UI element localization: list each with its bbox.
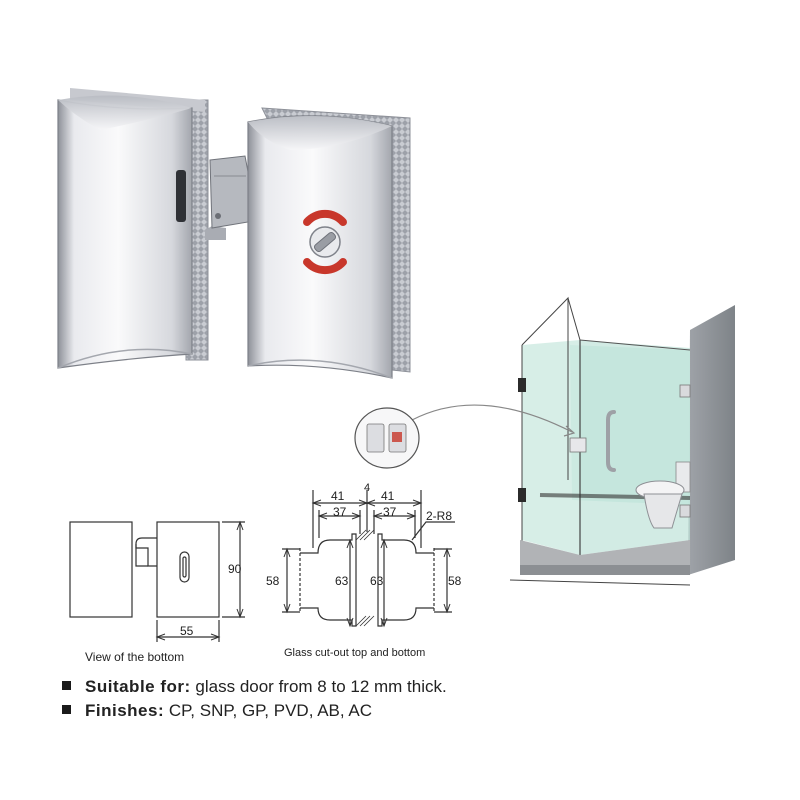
grab-bar-icon xyxy=(606,410,616,472)
cutout-inner-left-dim: 37 xyxy=(333,505,347,519)
bottom-view-drawing xyxy=(69,520,245,642)
latch-bracket-icon xyxy=(209,155,251,229)
cutout-side-right-dim: 58 xyxy=(448,574,462,588)
cutout-outer-right-dim: 41 xyxy=(381,489,395,503)
spec-value: glass door from 8 to 12 mm thick. xyxy=(195,677,447,696)
cutout-center-left-dim: 63 xyxy=(335,574,349,588)
cutout-outer-left-dim: 41 xyxy=(331,489,345,503)
cutout-inner-right-dim: 37 xyxy=(383,505,397,519)
indicator-turn-knob-icon xyxy=(303,209,347,275)
spec-suitable-for: Suitable for: glass door from 8 to 12 mm… xyxy=(62,677,447,697)
spec-label: Finishes: xyxy=(85,701,165,720)
bullet-icon xyxy=(62,681,71,690)
spec-finishes: Finishes: CP, SNP, GP, PVD, AB, AC xyxy=(62,701,372,721)
cutout-side-left-dim: 58 xyxy=(266,574,280,588)
cutout-center-right-dim: 63 xyxy=(370,574,384,588)
cutout-caption: Glass cut-out top and bottom xyxy=(284,647,426,659)
spec-value: CP, SNP, GP, PVD, AB, AC xyxy=(168,701,373,720)
bottom-view-caption: View of the bottom xyxy=(85,650,185,664)
glass-cutout-drawing xyxy=(282,490,455,628)
inset-lock-thumbnail-icon xyxy=(354,404,576,469)
bottom-view-height-dim: 90 xyxy=(228,562,242,576)
cutout-radius-dim: 2-R8 xyxy=(426,509,453,523)
shower-enclosure-icon xyxy=(509,296,735,586)
hinge-left-plate-icon xyxy=(57,88,226,369)
spec-label: Suitable for: xyxy=(85,677,191,696)
cutout-gap-dim: 4 xyxy=(364,482,371,494)
bottom-view-width-dim: 55 xyxy=(180,624,194,638)
bullet-icon xyxy=(62,705,71,714)
toilet-icon xyxy=(635,461,691,529)
